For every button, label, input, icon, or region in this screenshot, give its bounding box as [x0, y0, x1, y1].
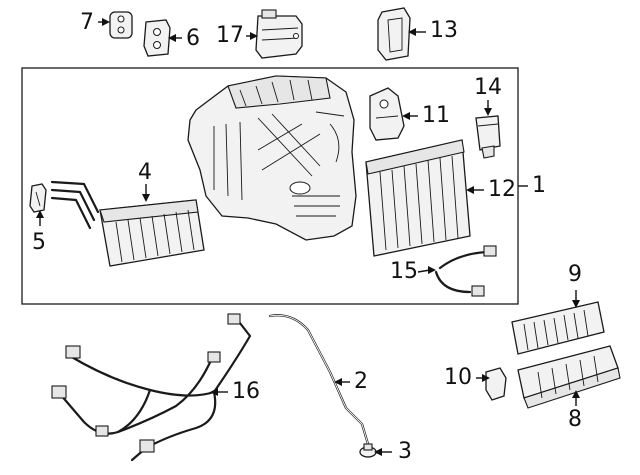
part-17-module[interactable]: [255, 9, 303, 59]
hvac-case[interactable]: [187, 75, 357, 241]
part-3-grommet[interactable]: [359, 443, 377, 458]
label-13: 13: [430, 18, 458, 43]
part-7-clip[interactable]: [109, 11, 133, 39]
part-13-cover[interactable]: [377, 7, 411, 61]
part-10-actuator[interactable]: [485, 367, 507, 401]
label-9: 9: [568, 262, 582, 287]
label-12: 12: [488, 177, 516, 202]
label-8: 8: [568, 407, 582, 432]
label-17: 17: [216, 23, 244, 48]
part-5-clip[interactable]: [29, 183, 47, 213]
part-15-harness[interactable]: [434, 245, 497, 297]
label-1: 1: [532, 173, 546, 198]
part-14-resistor[interactable]: [475, 115, 501, 159]
label-14: 14: [474, 75, 502, 100]
label-10: 10: [444, 365, 472, 390]
part-9-cabin-filter[interactable]: [511, 301, 605, 355]
label-5: 5: [32, 230, 46, 255]
part-2-drain-hose[interactable]: [268, 314, 370, 446]
part-11-actuator[interactable]: [369, 87, 405, 141]
label-15: 15: [390, 259, 418, 284]
part-16-wire-harness[interactable]: [51, 313, 252, 462]
label-3: 3: [398, 439, 412, 464]
label-6: 6: [186, 26, 200, 51]
label-16: 16: [232, 379, 260, 404]
label-7: 7: [80, 10, 94, 35]
leader-lines: [36, 18, 580, 456]
part-8-rear-heater[interactable]: [517, 345, 621, 409]
label-2: 2: [354, 369, 368, 394]
part-12-evaporator[interactable]: [365, 139, 471, 257]
part-4-heater-core[interactable]: [50, 180, 205, 267]
part-6-bracket[interactable]: [143, 19, 171, 57]
label-4: 4: [138, 160, 152, 185]
label-11: 11: [422, 103, 450, 128]
